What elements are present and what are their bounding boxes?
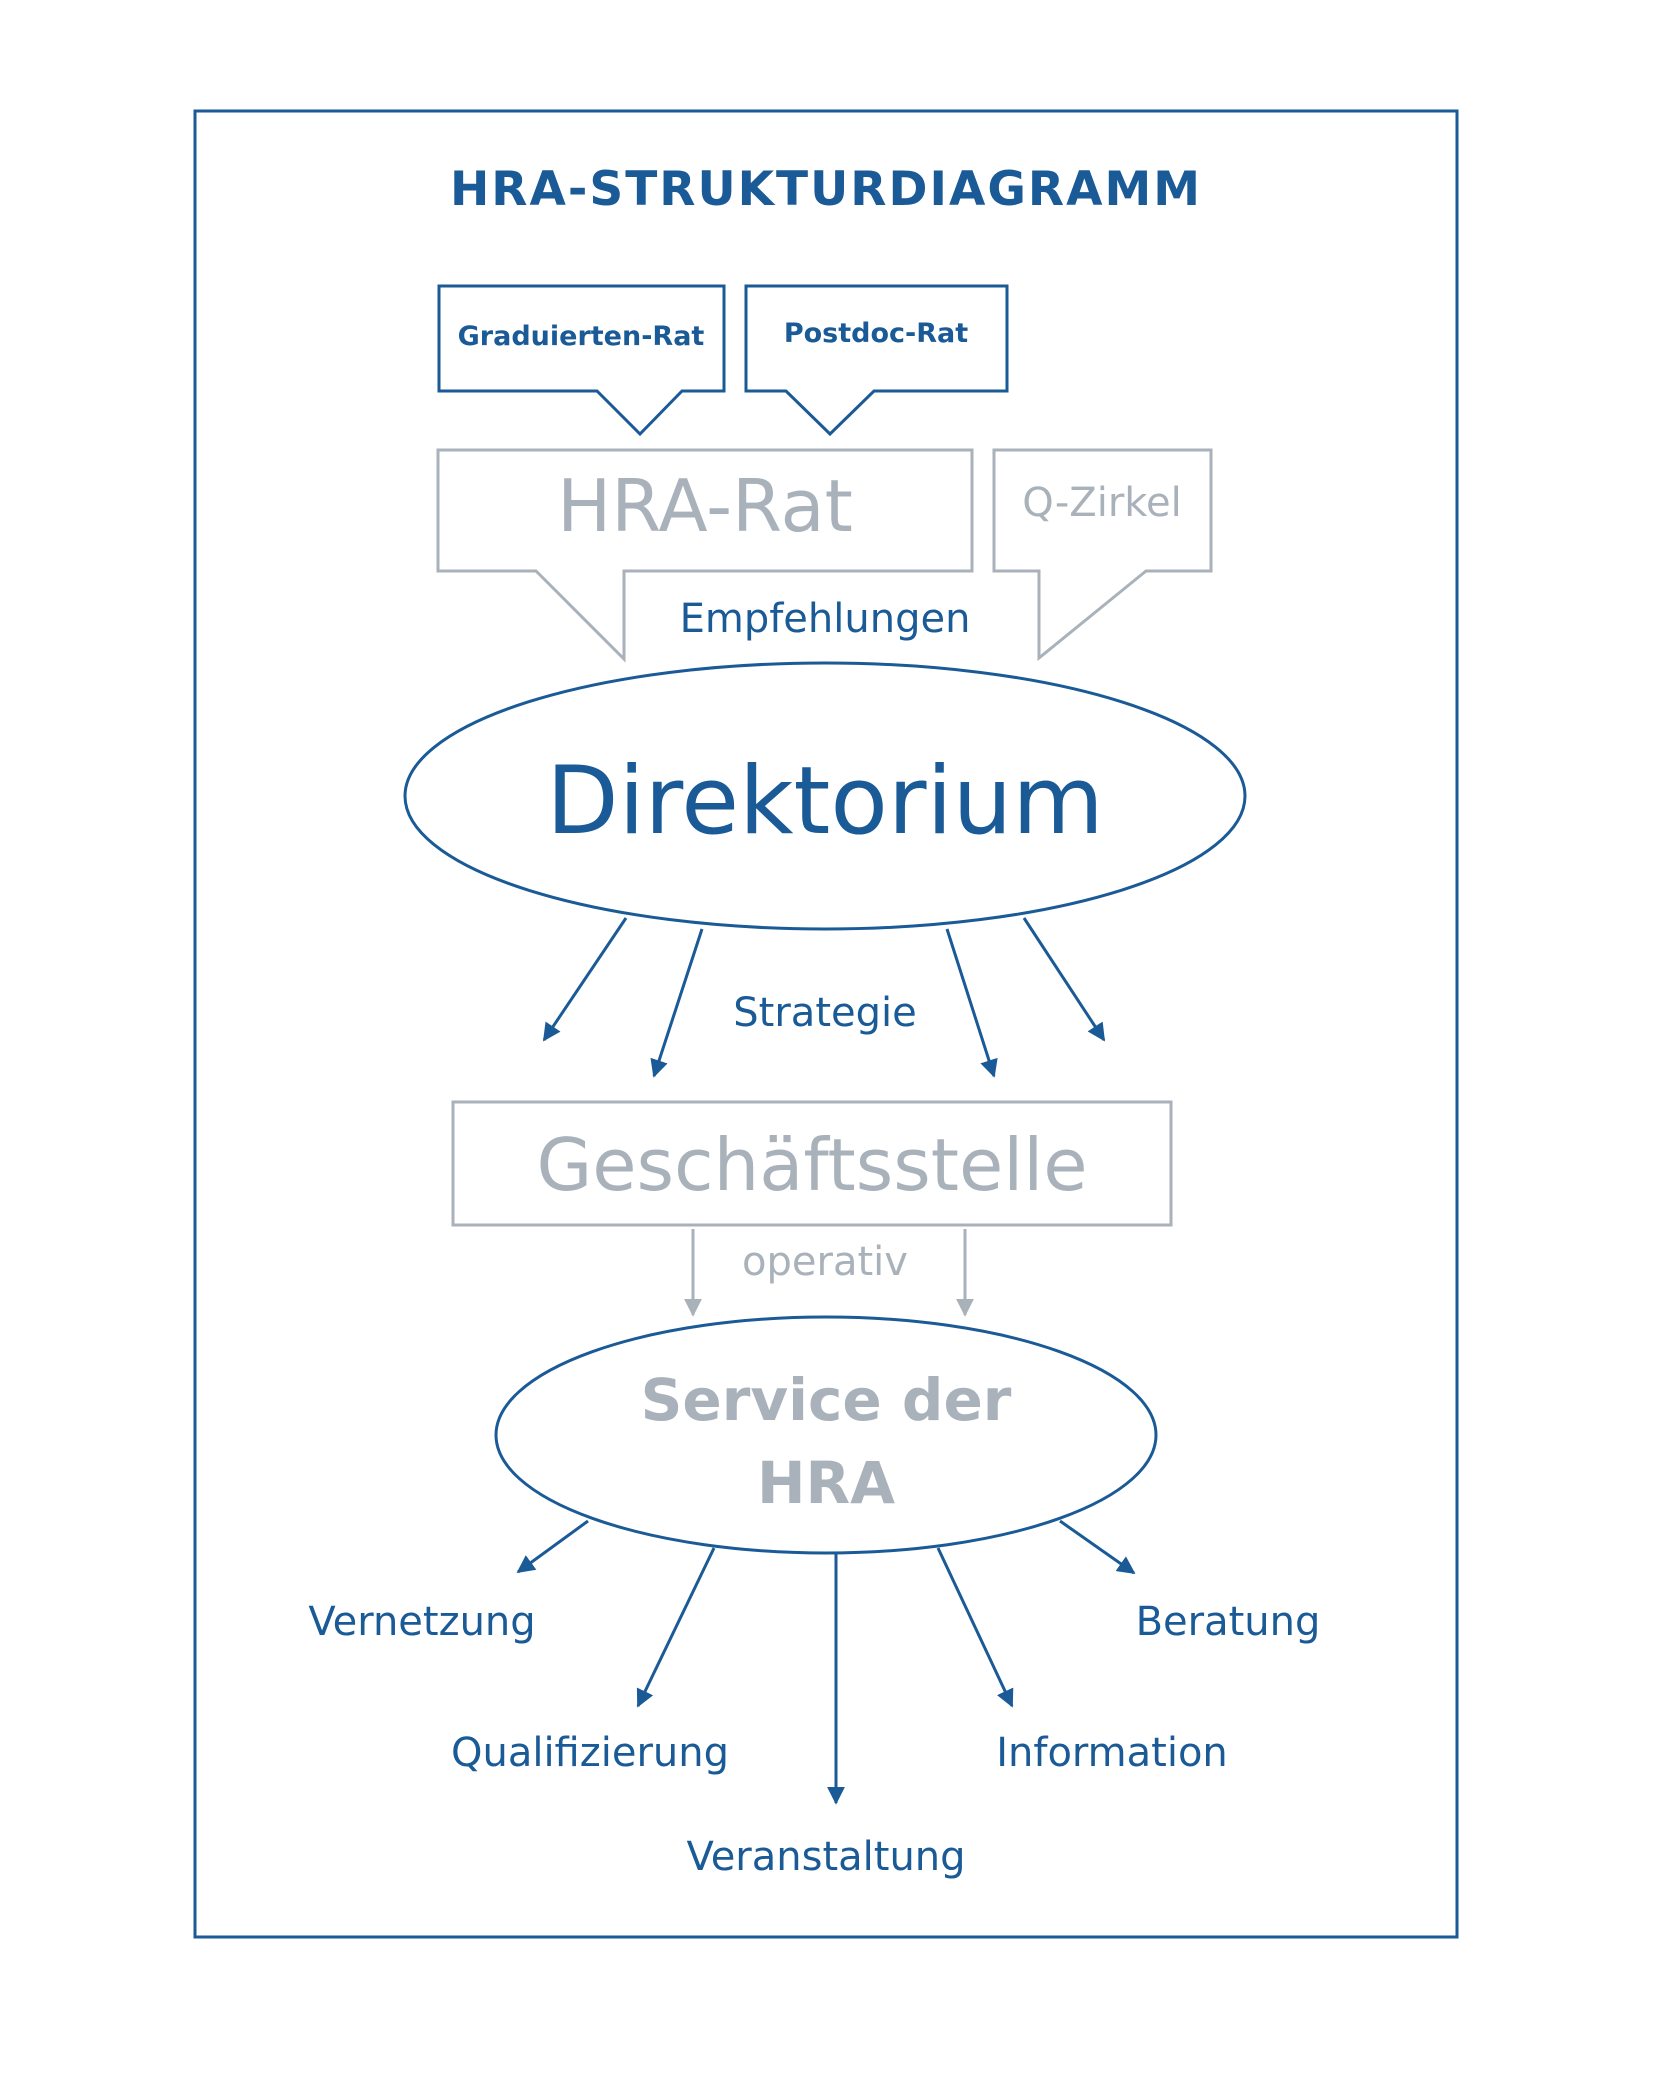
networking-label: Vernetzung [308,1599,535,1645]
graduate-council-label: Graduierten-Rat [458,321,705,352]
strategy-arrow [650,928,704,1078]
outer-frame [193,109,1459,1939]
information-label: Information [996,1730,1228,1776]
service-arrow [516,1519,589,1574]
hra-council-callout [436,448,974,663]
recommendations-label: Empfehlungen [680,596,971,642]
office-box [451,1100,1173,1227]
directorate-ellipse [403,661,1247,931]
strategy-arrow [542,917,628,1042]
strategy-arrow [945,928,998,1078]
service-arrow [936,1547,1014,1708]
postdoc-council-label: Postdoc-Rat [784,318,968,349]
service-ellipse [494,1315,1158,1555]
consulting-label: Beratung [1136,1599,1321,1645]
postdoc-council-callout [744,284,1009,437]
hra-council-label: HRA-Rat [557,464,853,548]
directorate-label: Direktorium [546,747,1104,856]
q-circle-label: Q-Zirkel [1022,480,1181,526]
service-label-line1: Service der [641,1366,1012,1434]
service-arrow [636,1547,716,1708]
graduate-council-callout [437,284,726,437]
q-circle-callout [992,448,1213,662]
service-label-line2: HRA [757,1449,895,1517]
office-label: Geschäftsstelle [536,1123,1087,1207]
event-label: Veranstaltung [686,1834,965,1880]
service-arrow [1059,1519,1136,1575]
strategy-arrow [1022,917,1106,1042]
diagram-title: HRA-STRUKTURDIAGRAMM [450,162,1202,217]
qualification-label: Qualifizierung [451,1730,729,1776]
strategy-label: Strategie [733,990,916,1036]
operative-label: operativ [742,1239,908,1285]
